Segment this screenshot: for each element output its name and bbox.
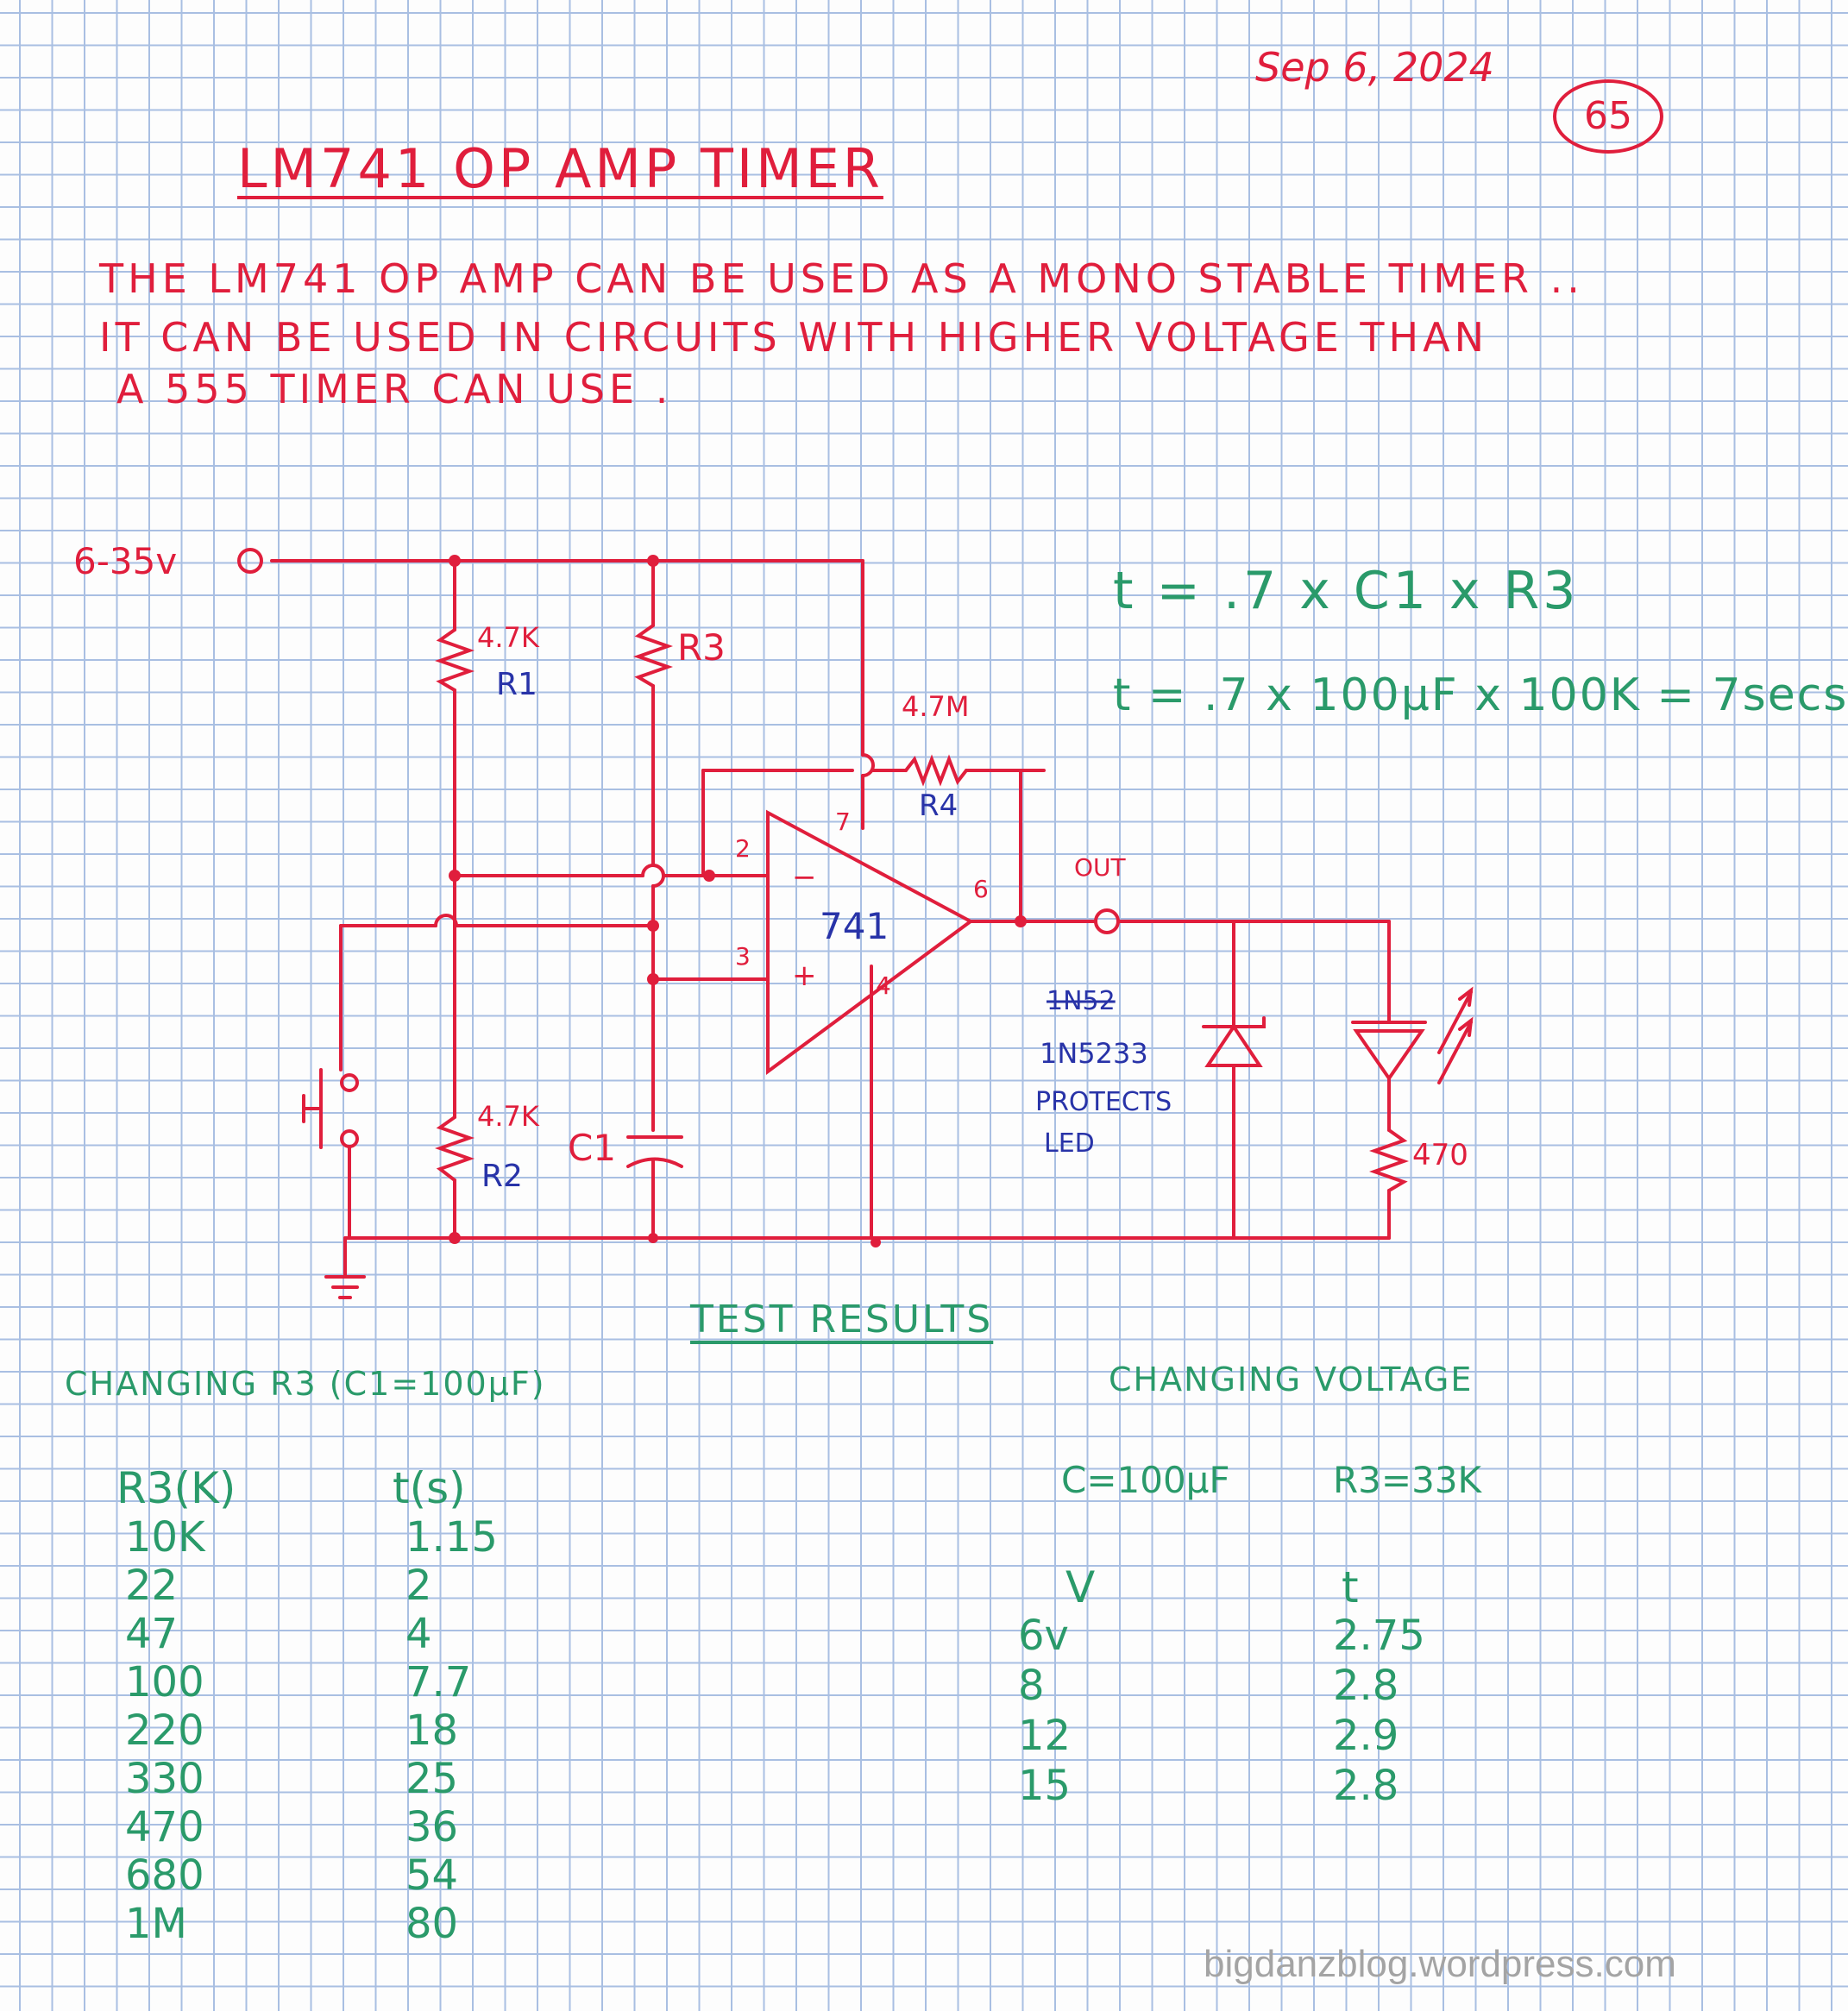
voltage-value-cell: 6v <box>1018 1612 1069 1660</box>
time-value-cell: 25 <box>405 1755 459 1803</box>
voltage-time-cell: 2.75 <box>1333 1612 1425 1660</box>
opamp-741 <box>766 809 974 1075</box>
time-value-cell: 7.7 <box>405 1658 472 1706</box>
c1-label: C1 <box>568 1127 616 1169</box>
test-results-title: TEST RESULTS <box>690 1298 994 1342</box>
led-resistor-value: 470 <box>1412 1138 1468 1172</box>
pin-7: 7 <box>835 808 851 836</box>
time-value-cell: 1.15 <box>405 1513 498 1562</box>
changing-r3-heading: CHANGING R3 (C1=100μF) <box>65 1365 546 1403</box>
r2-label: R2 <box>481 1159 523 1194</box>
voltage-value-cell: 12 <box>1018 1712 1072 1760</box>
out-label: OUT <box>1074 853 1127 882</box>
r3-value-cell: 10K <box>125 1513 205 1562</box>
voltage-value-cell: 8 <box>1018 1662 1045 1710</box>
c1-plate-bottom <box>626 1157 683 1168</box>
intro-line-3: A 555 TIMER CAN USE . <box>116 366 673 412</box>
r2-value: 4.7K <box>477 1100 540 1133</box>
zener-note-1: PROTECTS <box>1035 1087 1172 1117</box>
r4-resistor <box>904 754 968 787</box>
r3-value-cell: 680 <box>125 1851 204 1900</box>
time-value-cell: 54 <box>405 1851 459 1900</box>
zener-note-2: LED <box>1044 1128 1095 1159</box>
time-value-cell: 4 <box>405 1610 432 1658</box>
changing-voltage-heading: CHANGING VOLTAGE <box>1109 1361 1474 1398</box>
r3-value-cell: 1M <box>125 1900 187 1948</box>
led <box>1353 1029 1425 1082</box>
watermark: bigdanzblog.wordpress.com <box>1204 1943 1676 1985</box>
opamp-label: 741 <box>820 905 889 947</box>
formula-general: t = .7 x C1 x R3 <box>1113 561 1580 621</box>
r3-value-cell: 220 <box>125 1706 204 1755</box>
r1-resistor <box>434 628 475 692</box>
col-header-r3: R3(K) <box>116 1463 236 1513</box>
zener-part: 1N5233 <box>1040 1037 1148 1070</box>
r3-value-cell: 47 <box>125 1610 179 1658</box>
r4-label: R4 <box>919 789 958 823</box>
r3-value-cell: 470 <box>125 1803 204 1851</box>
pin-2: 2 <box>735 834 751 863</box>
intro-line-2: IT CAN BE USED IN CIRCUITS WITH HIGHER V… <box>99 314 1489 361</box>
time-value-cell: 80 <box>405 1900 459 1948</box>
circuit-schematic: 6-35v 4.7K R1 4.7K R2 R3 4.7M R4 C1 741 … <box>73 540 1474 1299</box>
intro-line-1: THE LM741 OP AMP CAN BE USED AS A MONO S… <box>99 255 1584 302</box>
col-header-t: t(s) <box>393 1463 466 1513</box>
time-value-cell: 36 <box>405 1803 459 1851</box>
time-value-cell: 18 <box>405 1706 459 1755</box>
r3-label: R3 <box>677 626 726 669</box>
voltage-time-cell: 2.8 <box>1333 1662 1399 1710</box>
minus-sign: − <box>792 860 817 895</box>
pin-4: 4 <box>876 971 891 1000</box>
plus-sign: + <box>792 958 817 993</box>
r4-value: 4.7M <box>902 690 970 723</box>
r3-resistor <box>632 624 674 688</box>
r3-value-cell: 100 <box>125 1658 204 1706</box>
pin-6: 6 <box>973 875 989 903</box>
zener-struck: 1N52 <box>1047 986 1116 1016</box>
voltage-value-cell: 15 <box>1018 1762 1072 1810</box>
c-label: C=100μF <box>1061 1459 1230 1501</box>
page-title: LM741 OP AMP TIMER <box>237 137 883 200</box>
voltage-time-cell: 2.9 <box>1333 1712 1399 1760</box>
r1-value: 4.7K <box>477 621 540 654</box>
r3-value-cell: 22 <box>125 1562 179 1610</box>
zener-diode <box>1204 1023 1263 1067</box>
r1-label: R1 <box>496 667 537 702</box>
page-number: 65 <box>1553 79 1663 154</box>
page-date: Sep 6, 2024 <box>1255 44 1494 91</box>
led-resistor <box>1368 1128 1410 1192</box>
col-header-v: V <box>1065 1562 1096 1612</box>
formula-example: t = .7 x 100μF x 100K = 7secs <box>1113 669 1848 721</box>
out-terminal <box>1094 908 1120 934</box>
supply-label: 6-35v <box>73 540 177 582</box>
voltage-time-cell: 2.8 <box>1333 1762 1399 1810</box>
time-value-cell: 2 <box>405 1562 432 1610</box>
pin-3: 3 <box>735 942 751 971</box>
supply-terminal <box>237 548 263 574</box>
r3-value-cell: 330 <box>125 1755 204 1803</box>
r2-resistor <box>434 1115 475 1182</box>
r3-fixed-label: R3=33K <box>1333 1459 1482 1501</box>
col-header-t-voltage: t <box>1342 1562 1359 1612</box>
